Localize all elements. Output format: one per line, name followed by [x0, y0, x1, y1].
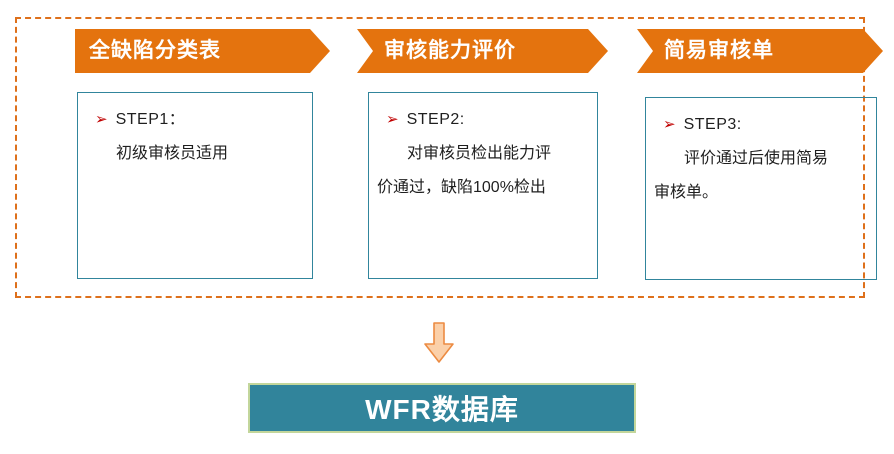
dashed-border-frame [15, 17, 865, 298]
step3-title-row: ➢ STEP3: [663, 108, 870, 142]
database-box: WFR数据库 [248, 383, 636, 433]
step2-line: 价通过，缺陷100%检出 [377, 179, 546, 196]
step3-line: 审核单。 [654, 184, 719, 201]
step3-line: 评价通过后使用简易 [684, 150, 829, 167]
step1-box: ➢ STEP1： 初级审核员适用 [77, 92, 313, 279]
arrow-bullet-icon: ➢ [95, 111, 108, 128]
step1-header-arrow: 全缺陷分类表 [75, 29, 330, 73]
arrow-bullet-icon: ➢ [386, 111, 399, 128]
step3-label: STEP3: [683, 116, 742, 133]
step1-label: STEP1： [115, 111, 186, 128]
step2-box: ➢ STEP2: 对审核员检出能力评 价通过，缺陷100%检出 [368, 92, 598, 279]
step3-box: ➢ STEP3: 评价通过后使用简易 审核单。 [645, 97, 877, 280]
arrow-bullet-icon: ➢ [663, 116, 676, 133]
step3-header-arrow: 简易审核单 [637, 29, 883, 73]
down-arrow-icon [424, 322, 454, 363]
step2-label: STEP2: [406, 111, 465, 128]
step2-line: 对审核员检出能力评 [407, 145, 552, 162]
step2-title-row: ➢ STEP2: [386, 103, 591, 137]
step1-title-row: ➢ STEP1： [95, 103, 306, 137]
step2-header-arrow: 审核能力评价 [357, 29, 608, 73]
database-label: WFR数据库 [365, 394, 519, 425]
step1-line: 初级审核员适用 [116, 145, 229, 162]
